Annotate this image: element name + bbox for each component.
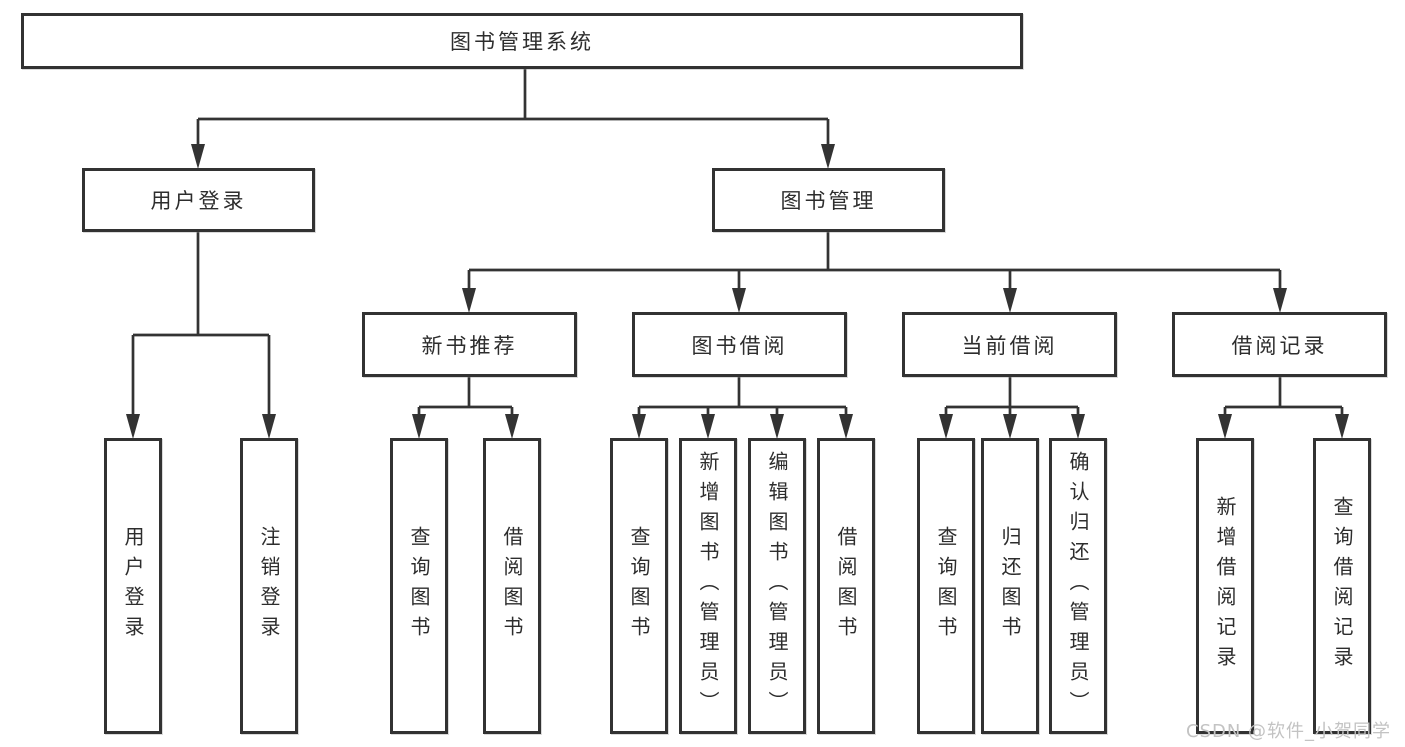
leaf-label: 编辑图书（管理员）	[765, 451, 789, 721]
arrowhead	[1273, 288, 1287, 313]
leaf-label: 借阅图书	[500, 526, 524, 646]
leaf-query-borrow-record: 查询借阅记录	[1313, 438, 1371, 734]
leaf-add-borrow-record: 新增借阅记录	[1196, 438, 1254, 734]
node-current-borrowing: 当前借阅	[902, 312, 1117, 377]
arrowhead	[821, 144, 835, 169]
node-book-management: 图书管理	[712, 168, 945, 232]
arrowhead	[1003, 414, 1017, 439]
edge-root-to-level1	[196, 69, 830, 146]
leaf-label: 新增图书（管理员）	[696, 451, 720, 721]
leaf-confirm-return-admin: 确认归还（管理员）	[1049, 438, 1107, 734]
arrowhead	[191, 144, 205, 169]
arrowhead	[1071, 414, 1085, 439]
arrowhead	[1218, 414, 1232, 439]
arrowhead	[412, 414, 426, 439]
arrowhead	[1003, 288, 1017, 313]
leaf-add-books-admin: 新增图书（管理员）	[679, 438, 737, 734]
leaf-label: 查询图书	[627, 526, 651, 646]
node-user-login: 用户登录	[82, 168, 315, 232]
arrowhead	[770, 414, 784, 439]
leaf-label: 查询图书	[934, 526, 958, 646]
csdn-watermark: CSDN @软件_小贺同学	[1186, 721, 1392, 742]
edge-userlogin-to-leaves	[131, 232, 271, 416]
leaf-label: 归还图书	[998, 526, 1022, 646]
leaf-label: 查询借阅记录	[1330, 496, 1354, 676]
leaf-query-books-borrowing: 查询图书	[610, 438, 668, 734]
leaf-label: 用户登录	[121, 526, 145, 646]
leaf-logout: 注销登录	[240, 438, 298, 734]
edge-borrow-to-leaves	[637, 377, 848, 416]
node-new-book-recommendation: 新书推荐	[362, 312, 577, 377]
leaf-query-books-current: 查询图书	[917, 438, 975, 734]
node-book-borrowing: 图书借阅	[632, 312, 847, 377]
edge-newbook-to-leaves	[417, 377, 514, 416]
leaf-borrow-books: 借阅图书	[817, 438, 875, 734]
leaf-edit-books-admin: 编辑图书（管理员）	[748, 438, 806, 734]
node-borrowing-records: 借阅记录	[1172, 312, 1387, 377]
arrowhead	[262, 414, 276, 439]
edge-current-to-leaves	[944, 377, 1080, 416]
arrowhead	[632, 414, 646, 439]
node-library-management-system: 图书管理系统	[21, 13, 1023, 69]
leaf-label: 注销登录	[257, 526, 281, 646]
leaf-return-books: 归还图书	[981, 438, 1039, 734]
leaf-query-books-recommend: 查询图书	[390, 438, 448, 734]
edge-records-to-leaves	[1223, 377, 1344, 416]
leaf-label: 查询图书	[407, 526, 431, 646]
leaf-user-login: 用户登录	[104, 438, 162, 734]
leaf-label: 新增借阅记录	[1213, 496, 1237, 676]
leaf-borrow-books-recommend: 借阅图书	[483, 438, 541, 734]
arrowhead	[126, 414, 140, 439]
arrowhead	[1335, 414, 1349, 439]
leaf-label: 借阅图书	[834, 526, 858, 646]
arrowhead	[701, 414, 715, 439]
arrowhead	[939, 414, 953, 439]
edge-bookmgmt-to-level2	[467, 232, 1282, 290]
arrowhead	[839, 414, 853, 439]
arrowhead	[462, 288, 476, 313]
leaf-label: 确认归还（管理员）	[1066, 451, 1090, 721]
arrowhead	[732, 288, 746, 313]
arrowhead	[505, 414, 519, 439]
